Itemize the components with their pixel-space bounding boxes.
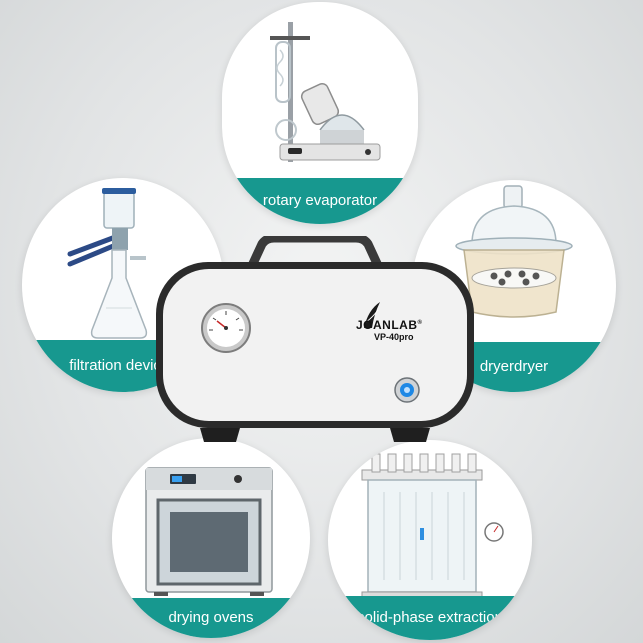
vacuum-pump: JOANLAB® VP-40pro [150,233,480,446]
application-rotary-evaporator: rotary evaporator [222,2,418,224]
filtration-device-illustration [67,188,148,339]
brand-text: JOANLAB [356,318,418,332]
desiccator-illustration [455,185,573,318]
application-filtration-devices: filtration devices [22,178,224,392]
application-label: solid-phase extraction [328,596,532,640]
filtration-devices-label: filtration devices [69,357,177,374]
power-switch-icon[interactable] [394,377,420,403]
pressure-gauge-icon [201,303,251,353]
application-drying-ovens: drying ovens [112,438,310,638]
brand-name: JOANLAB® [356,318,422,332]
joanlab-logo-icon [364,302,380,328]
model-name: VP-40pro [374,332,414,342]
rotary-evaporator-label: rotary evaporator [262,192,378,209]
registered-mark: ® [417,320,423,326]
solid-phase-extraction-label: solid-phase extraction [357,609,503,626]
dryer-label: dryerdryer [479,358,549,375]
application-label: drying ovens [112,598,310,638]
drying-oven-illustration [145,467,273,596]
rotary-evaporator-illustration [270,22,381,162]
drying-ovens-label: drying ovens [168,609,254,626]
application-solid-phase-extraction: solid-phase extraction [328,440,532,640]
vacuum-pump-illustration [156,233,474,442]
application-label: rotary evaporator [222,178,418,224]
